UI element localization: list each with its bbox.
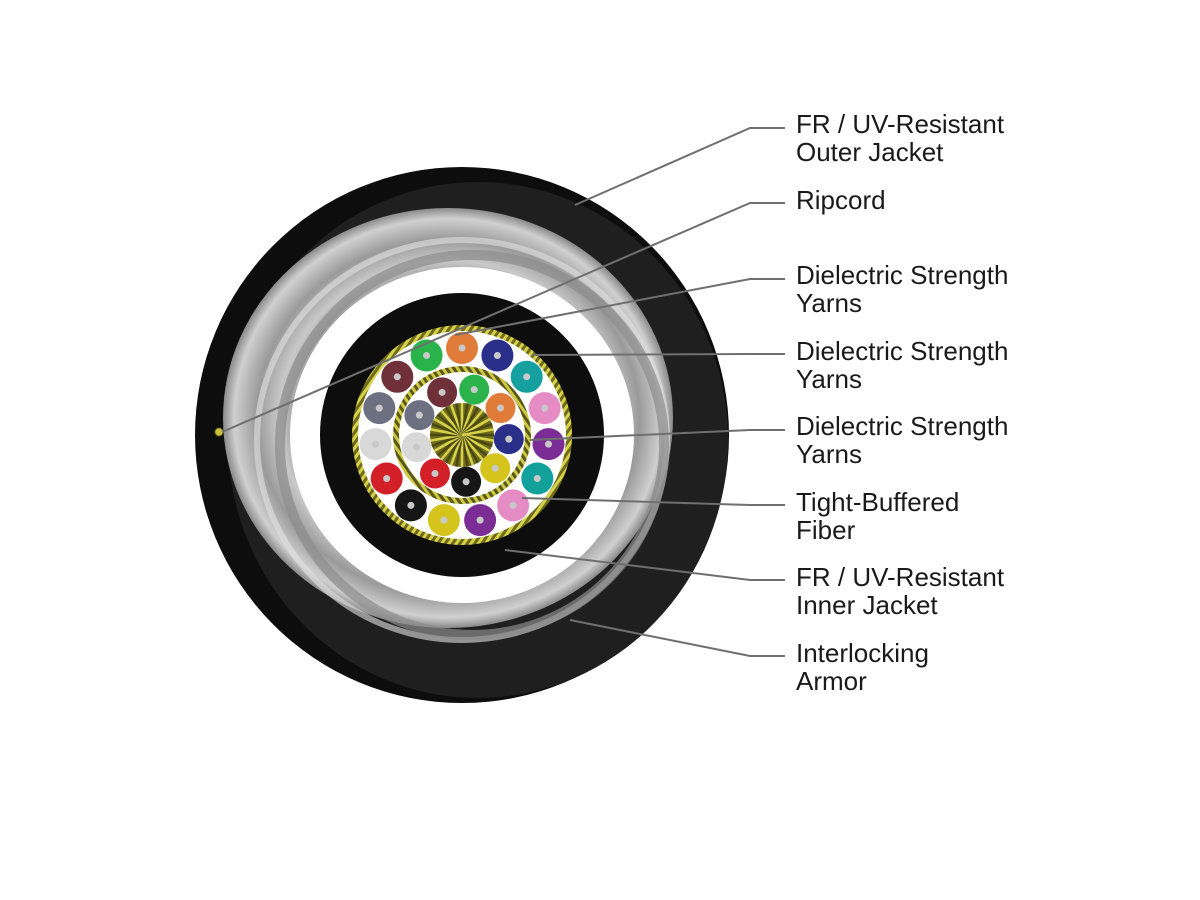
- leader-armor: [569, 619, 785, 657]
- label-interlocking-armor-line2: Armor: [796, 666, 867, 696]
- label-tight-buffered-fiber-line2: Fiber: [796, 515, 856, 545]
- inner-fiber-core: [462, 478, 470, 486]
- outer-fiber-core: [423, 352, 431, 359]
- outer-fiber-core: [372, 440, 379, 448]
- inner-fiber-core: [505, 435, 513, 443]
- label-ripcord: Ripcord: [796, 186, 886, 214]
- outer-fiber-core: [493, 352, 501, 359]
- label-strength-yarns-1: Dielectric Strength Yarns: [796, 261, 1008, 317]
- leader-lines: [221, 127, 785, 657]
- label-interlocking-armor: Interlocking Armor: [796, 639, 929, 695]
- inner-fiber-core: [415, 411, 423, 419]
- leader-yarns-1: [454, 278, 785, 336]
- label-outer-jacket: FR / UV-Resistant Outer Jacket: [796, 110, 1004, 166]
- outer-fiber-core: [458, 344, 466, 352]
- leader-yarns-2: [531, 353, 785, 356]
- inner-fiber-core: [413, 443, 421, 451]
- label-outer-jacket-line2: Outer Jacket: [796, 137, 944, 167]
- label-tight-buffered-fiber-line1: Tight-Buffered: [796, 487, 960, 517]
- inner-fiber-core: [491, 464, 499, 472]
- inner-fiber-core: [438, 388, 446, 396]
- outer-fiber-core: [375, 404, 383, 412]
- outer-fiber-core: [509, 501, 517, 509]
- label-inner-jacket-line2: Inner Jacket: [796, 590, 938, 620]
- label-strength-yarns-2-line1: Dielectric Strength: [796, 336, 1009, 366]
- outer-fiber-core: [523, 373, 531, 381]
- inner-fiber-core: [497, 404, 504, 412]
- outer-fiber-core: [407, 501, 415, 509]
- label-strength-yarns-1-line2: Yarns: [796, 288, 862, 318]
- central-strength-yarns: [430, 403, 494, 467]
- label-strength-yarns-3: Dielectric Strength Yarns: [796, 412, 1008, 468]
- outer-fiber-core: [383, 475, 391, 482]
- core-yarn-strand: [461, 428, 494, 437]
- inner-fiber-core: [431, 470, 439, 477]
- label-strength-yarns-3-line1: Dielectric Strength: [796, 411, 1009, 441]
- label-inner-jacket-line1: FR / UV-Resistant: [796, 562, 1005, 592]
- label-interlocking-armor-line1: Interlocking: [796, 638, 929, 668]
- outer-fiber-ring: [359, 332, 565, 537]
- leader-inner-jacket: [504, 549, 785, 581]
- label-ripcord-line1: Ripcord: [796, 185, 886, 215]
- inner-fiber-ring: [401, 374, 524, 497]
- leader-outer-jacket: [574, 127, 785, 206]
- armor-inner-shadow: [275, 250, 669, 640]
- leader-fiber: [521, 497, 785, 506]
- label-outer-jacket-line1: FR / UV-Resistant: [796, 109, 1005, 139]
- label-inner-jacket: FR / UV-Resistant Inner Jacket: [796, 563, 1004, 619]
- outer-fiber-core: [545, 440, 552, 448]
- ripcord: [214, 427, 224, 437]
- outer-fiber-core: [541, 404, 549, 412]
- leader-ripcord: [221, 202, 785, 433]
- inner-fiber-core: [470, 386, 478, 394]
- label-strength-yarns-1-line1: Dielectric Strength: [796, 260, 1009, 290]
- label-strength-yarns-2-line2: Yarns: [796, 364, 862, 394]
- label-strength-yarns-2: Dielectric Strength Yarns: [796, 337, 1008, 393]
- outer-fiber-core: [476, 516, 484, 524]
- label-strength-yarns-3-line2: Yarns: [796, 439, 862, 469]
- outer-fiber-core: [393, 373, 401, 381]
- outer-fiber-core: [533, 475, 541, 482]
- leader-yarns-3: [529, 429, 785, 441]
- label-tight-buffered-fiber: Tight-Buffered Fiber: [796, 488, 959, 544]
- outer-fiber-core: [440, 516, 448, 524]
